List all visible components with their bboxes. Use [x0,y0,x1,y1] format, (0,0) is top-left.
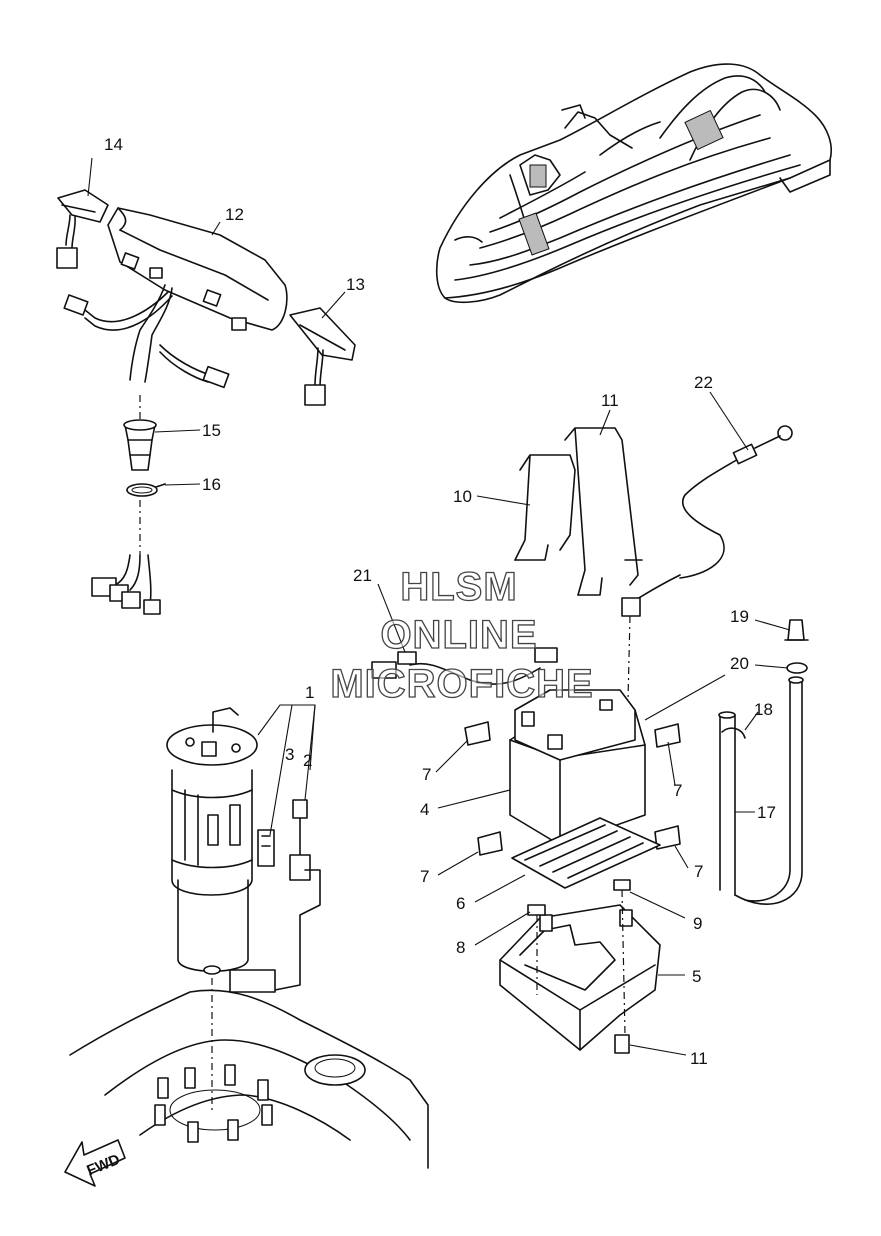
callout-16: 12 [225,205,244,224]
meter-assembly [63,207,288,615]
callout-7-upper-right: 7 [673,781,682,800]
callout-5: 5 [692,967,701,986]
callout-11-left: 10 [453,487,472,506]
tank-studs [154,1064,273,1143]
callout-17: 13 [346,275,365,294]
callout-13: 18 [754,700,773,719]
callout-7-lower-left: 7 [420,867,429,886]
callout-20: 16 [202,475,221,494]
callout-18: 14 [104,135,123,154]
callout-4: 4 [420,800,429,819]
callout-21: 21 [353,566,372,585]
callout-labels: 14 12 13 15 16 11 10 22 21 19 20 18 17 1… [104,135,776,1068]
callout-9: 9 [693,914,702,933]
fwd-arrow-icon: FWD [64,1139,126,1187]
vent-hose [644,619,809,905]
callout-22: 22 [694,373,713,392]
callout-11-top: 11 [601,391,619,410]
callout-10: 11 [690,1049,708,1068]
callout-3: 3 [285,745,294,764]
battery-bands [514,427,643,596]
callout-15: 20 [730,654,749,673]
switch-assembly-17 [289,307,356,406]
callout-1: 1 [305,683,314,702]
fuel-pump-assembly [166,704,321,1110]
callout-2: 2 [303,751,312,770]
watercraft-illustration [435,63,832,304]
callout-12: 17 [757,803,776,822]
battery-box [499,904,661,1051]
battery-cables [371,425,793,701]
watermark-line-2: ONLINE [380,613,537,657]
battery [509,689,646,846]
callout-7-upper-left: 7 [422,765,431,784]
fuel-tank-deck [69,989,429,1169]
leader-lines [87,157,791,1056]
callout-6: 6 [456,894,465,913]
callout-14: 19 [730,607,749,626]
watermark-line-3: MICROFICHE [330,662,593,706]
watermark-line-1: HLSM [400,565,517,609]
switch-assembly-18 [56,189,109,269]
callout-7-lower-right: 7 [694,862,703,881]
fasteners [527,879,631,1054]
callout-19: 15 [202,421,221,440]
battery-pads [464,721,681,856]
battery-mat [511,817,661,889]
callout-8: 8 [456,938,465,957]
watermark: HLSM ONLINE MICROFICHE [330,564,594,706]
